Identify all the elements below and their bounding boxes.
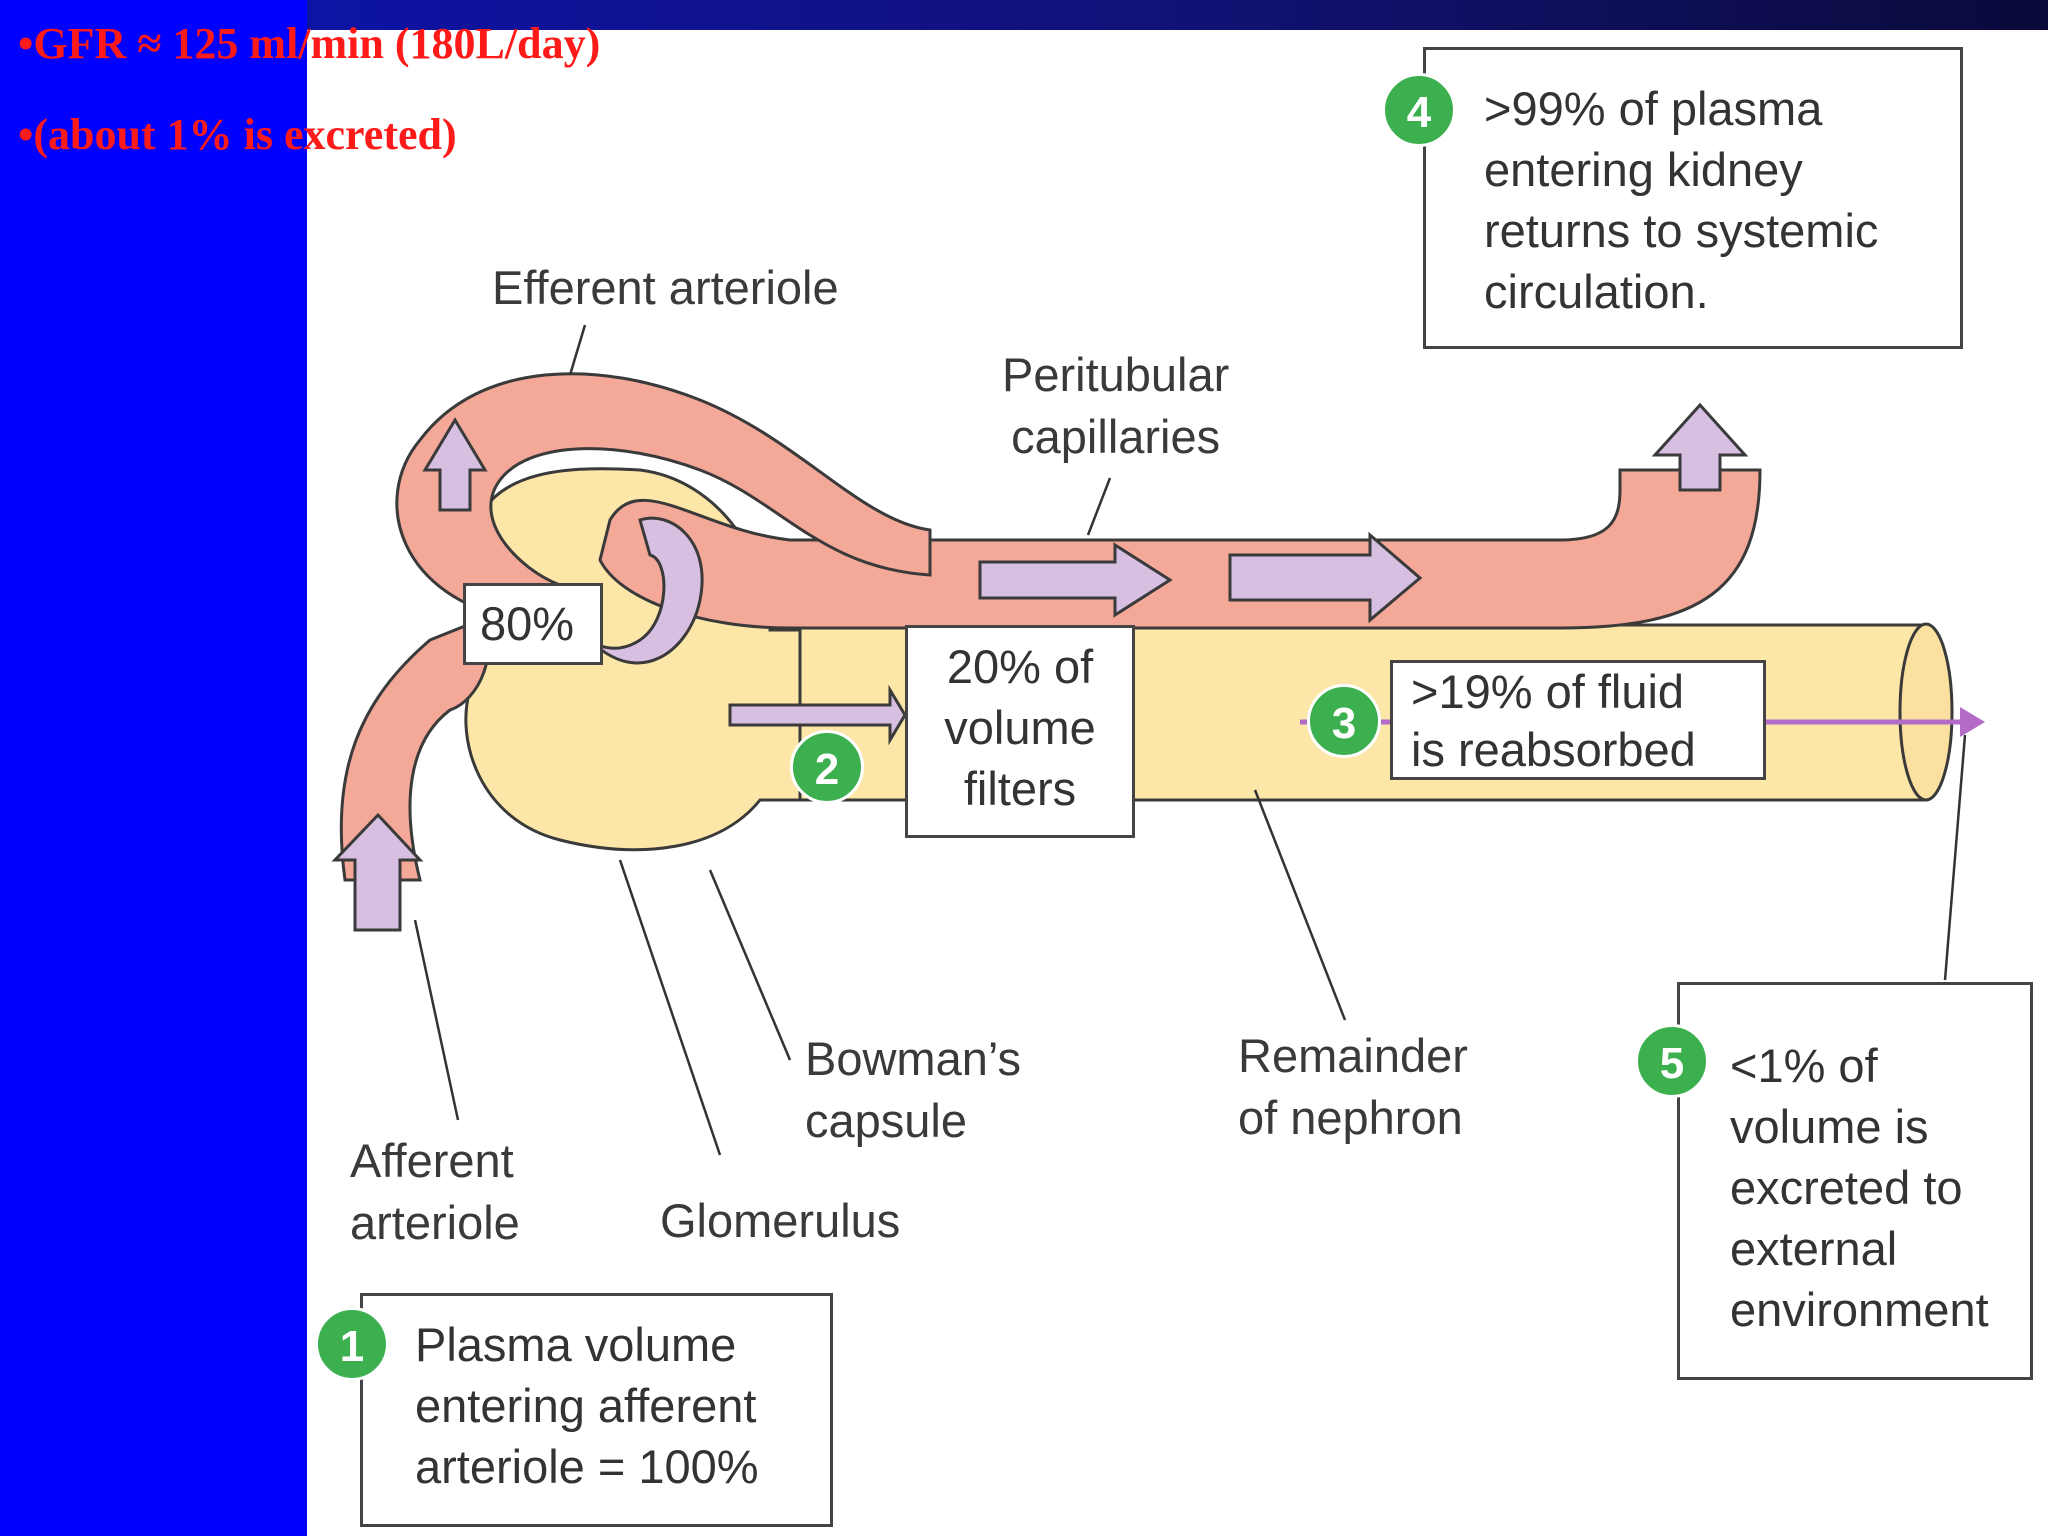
remainder-of-nephron-label: Remainder of nephron (1238, 1029, 1468, 1144)
step-1-marker: 1 (315, 1307, 389, 1381)
step-2-marker: 2 (790, 730, 864, 804)
fluid-reabsorbed-box: >19% of fluid is reabsorbed (1390, 660, 1766, 780)
glomerulus-label: Glomerulus (660, 1194, 901, 1247)
excretion-arrowhead (1960, 707, 1985, 737)
excreted-bullet: •(about 1% is excreted) (18, 110, 457, 159)
plasma-returns-box: >99% of plasma entering kidney returns t… (1423, 47, 1963, 349)
bowmans-capsule-label: Bowman’s capsule (805, 1032, 1021, 1147)
slide-top-bar (0, 0, 2048, 30)
twenty-percent-filters-box: 20% of volume filters (905, 625, 1135, 838)
step-3-marker: 3 (1307, 684, 1381, 758)
eighty-percent-box: 80% (463, 583, 603, 665)
step-4-marker: 4 (1382, 73, 1456, 147)
plasma-entering-box: Plasma volume entering afferent arteriol… (360, 1293, 833, 1527)
flow-arrows (331, 402, 1749, 932)
efferent-arteriole-vessel (395, 372, 932, 622)
gfr-bullet: •GFR ≈ 125 ml/min (180L/day) (18, 19, 601, 68)
volume-excreted-box: <1% of volume is excreted to external en… (1677, 982, 2033, 1380)
afferent-arteriole-label: Afferent arteriole (350, 1134, 520, 1249)
step-5-marker: 5 (1635, 1024, 1709, 1098)
efferent-arteriole-label: Efferent arteriole (492, 261, 839, 314)
peritubular-capillaries-label: Peritubular capillaries (1002, 348, 1230, 463)
leader-lines (413, 324, 1967, 1156)
peritubular-capillary-vessel (598, 468, 1762, 630)
slide-left-bar (0, 0, 307, 1536)
